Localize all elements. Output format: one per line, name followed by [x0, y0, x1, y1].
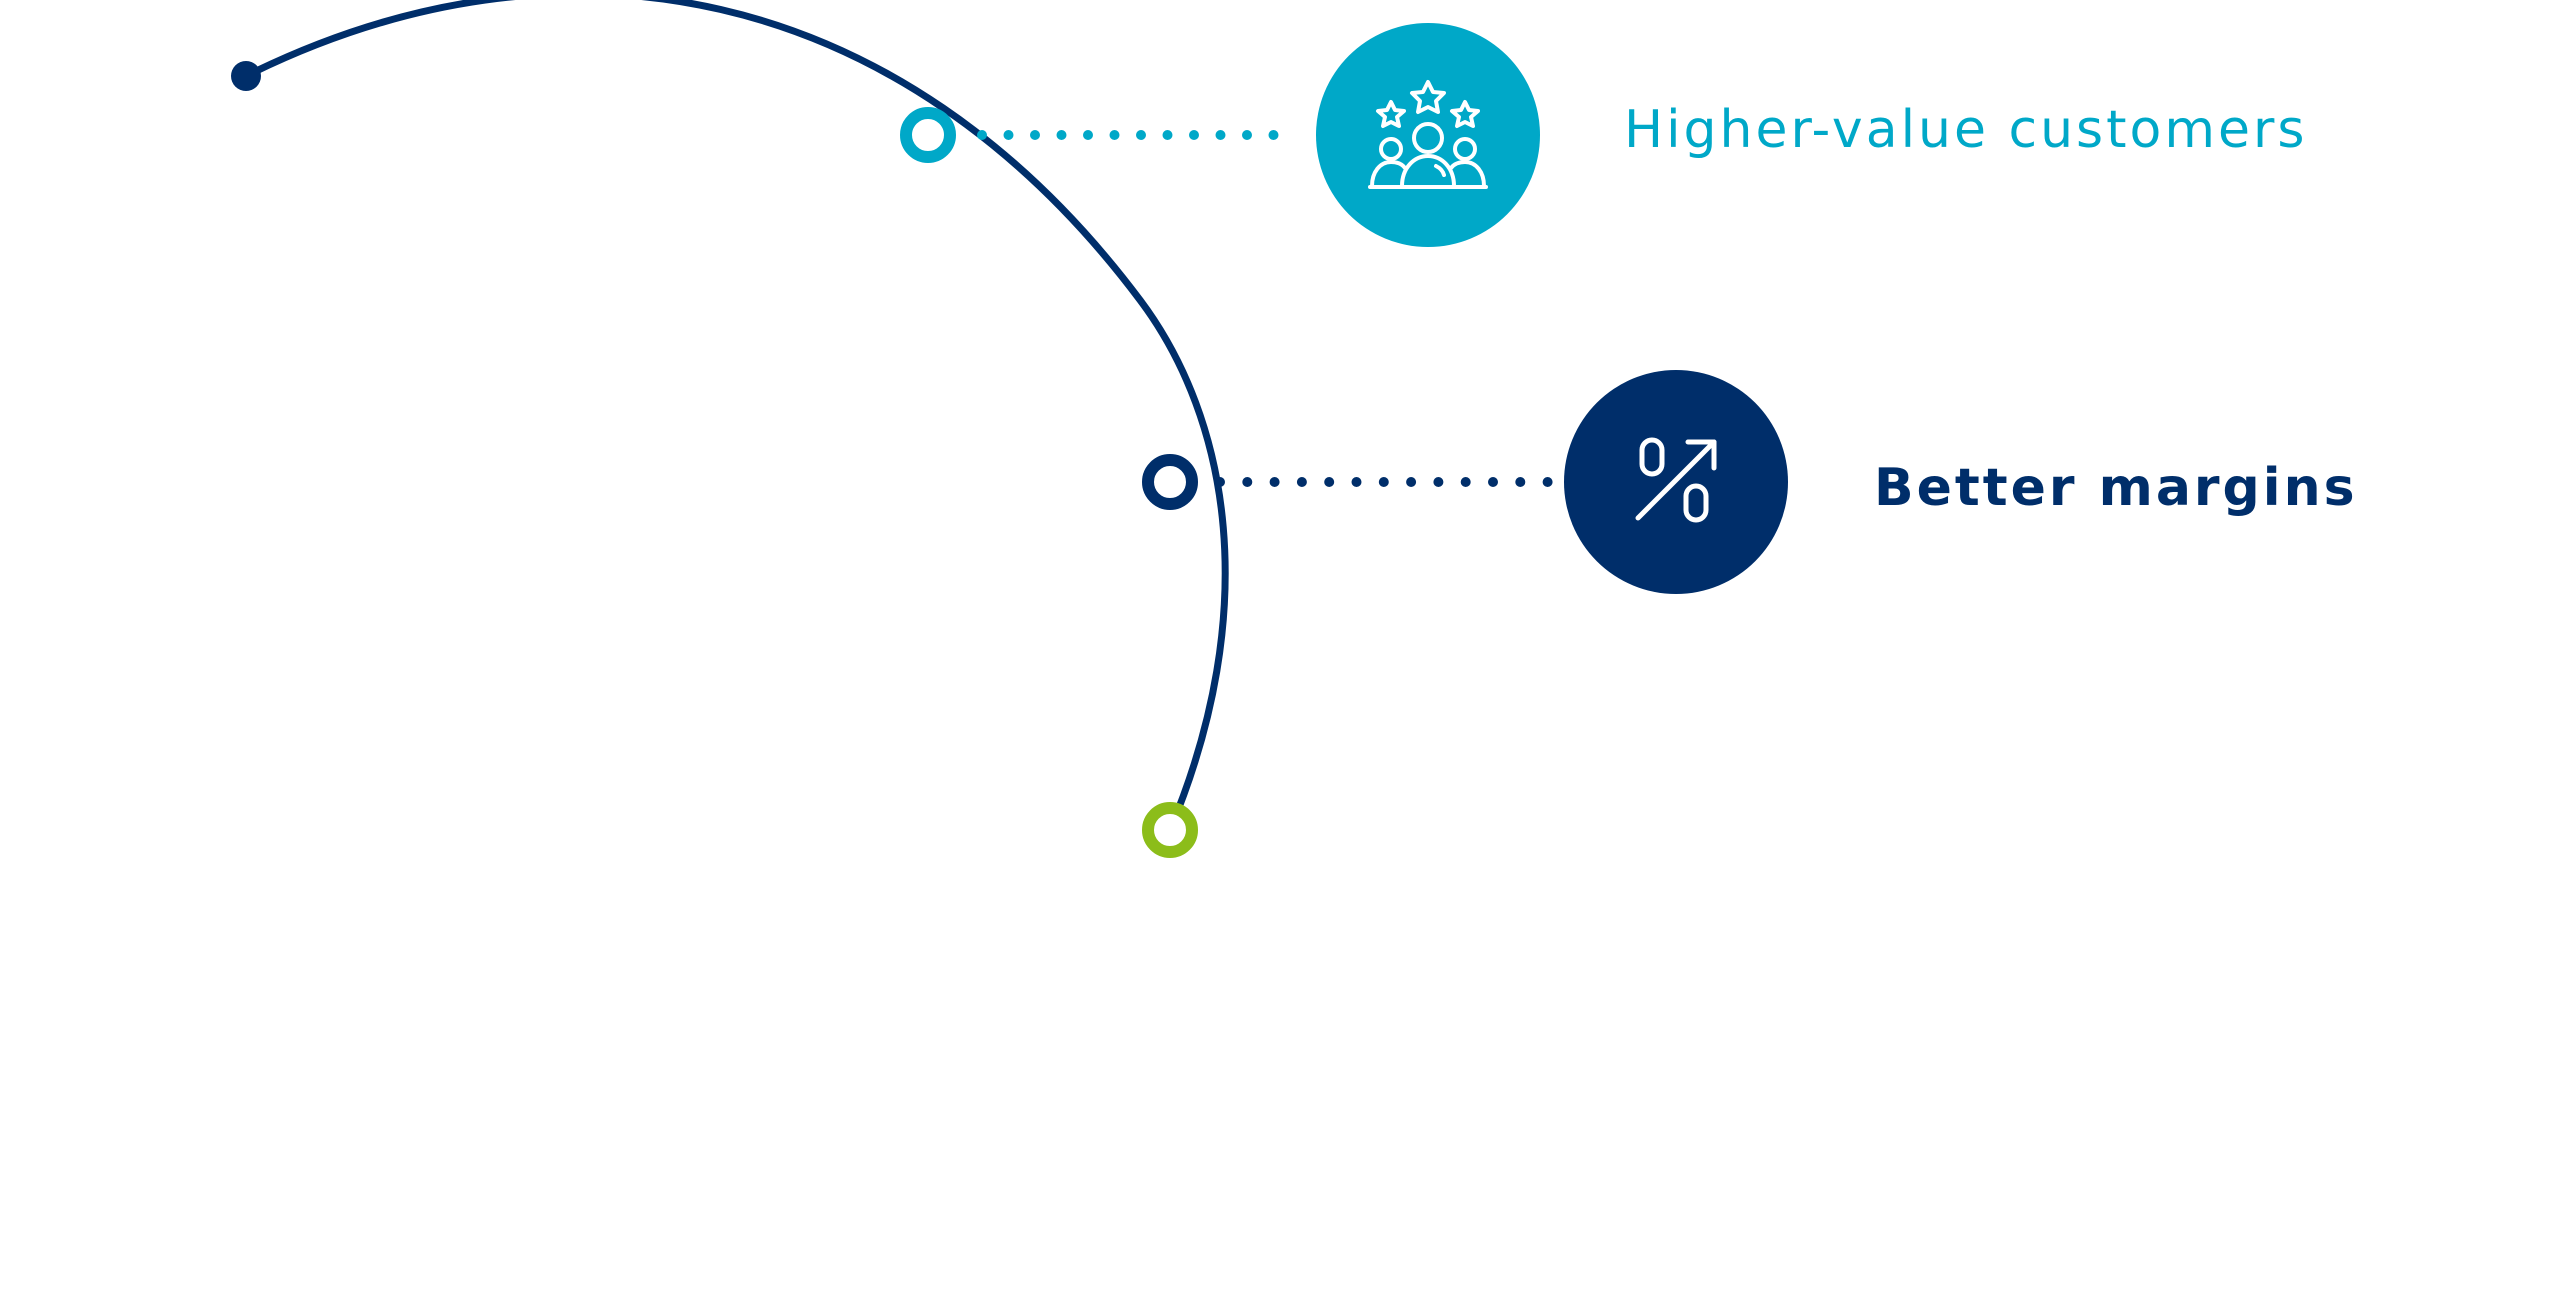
- node-higher-value-customers: [900, 107, 956, 163]
- label-higher-value-customers: Higher-value customers: [1624, 100, 2308, 160]
- percent-up-arrow-icon: [1564, 370, 1788, 594]
- label-better-margins: Better margins: [1874, 458, 2358, 518]
- node-better-margins: [1142, 454, 1198, 510]
- arc-start-dot: [231, 61, 261, 91]
- node-endpoint: [1142, 802, 1198, 858]
- timeline-arc: [242, 0, 1229, 834]
- customers-stars-icon: [1316, 23, 1540, 247]
